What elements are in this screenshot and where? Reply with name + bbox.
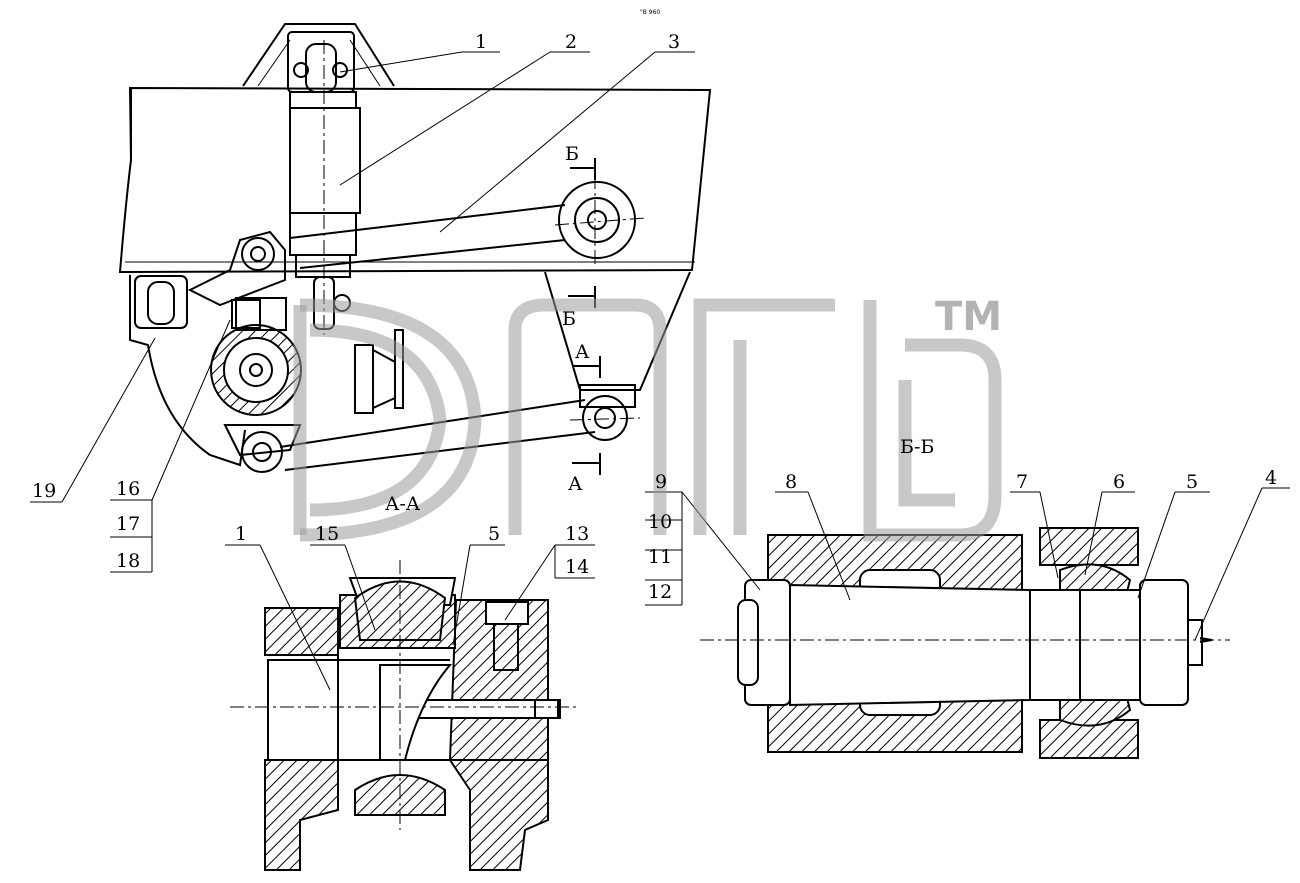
callout-c13: 13 <box>565 523 589 545</box>
section-aa <box>230 560 580 871</box>
frame-beam <box>118 86 712 274</box>
trademark-text: TM <box>935 294 1002 340</box>
callout-c16: 16 <box>116 478 140 500</box>
header-note: "B 960 <box>640 9 660 16</box>
callout-c2: 2 <box>565 31 577 53</box>
shock-absorber <box>289 40 361 335</box>
callout-c1b: 1 <box>235 523 247 545</box>
upper-arm <box>289 175 646 269</box>
callout-c5b: 5 <box>1186 471 1198 493</box>
callout-c14: 14 <box>565 556 589 578</box>
callout-c4: 4 <box>1265 467 1277 489</box>
callout-c6: 6 <box>1113 471 1125 493</box>
section-aa-title: А-А <box>385 493 421 515</box>
callout-c7: 7 <box>1016 471 1028 493</box>
lower-bracket <box>544 271 691 391</box>
marker-a-top: А <box>575 341 590 363</box>
marker-b-bottom: Б <box>562 308 576 330</box>
leader-lines <box>30 51 1290 691</box>
callout-labels: "B 960 1 2 3 4 5 5 6 7 8 9 10 11 12 13 1… <box>32 9 1277 603</box>
callout-c11: 11 <box>648 546 672 568</box>
upper-bracket <box>242 23 395 87</box>
callout-c1: 1 <box>475 31 487 53</box>
section-markers <box>568 158 601 475</box>
callout-c15: 15 <box>315 523 339 545</box>
callout-c5a: 5 <box>488 523 500 545</box>
callout-c3: 3 <box>668 31 680 53</box>
axle-housing <box>129 230 302 473</box>
callout-c12: 12 <box>648 581 672 603</box>
marker-b-top: Б <box>565 143 579 165</box>
callout-c8: 8 <box>785 471 797 493</box>
callout-c10: 10 <box>648 511 672 533</box>
main-view <box>118 23 712 475</box>
marker-a-bottom: А <box>568 473 583 495</box>
callout-c18: 18 <box>116 550 140 572</box>
callout-c9: 9 <box>655 471 667 493</box>
callout-c17: 17 <box>116 513 140 535</box>
callout-c19: 19 <box>32 480 56 502</box>
watermark-logo: TM <box>293 294 1002 542</box>
section-bb-title: Б-Б <box>900 436 934 458</box>
lower-arm <box>279 395 641 471</box>
